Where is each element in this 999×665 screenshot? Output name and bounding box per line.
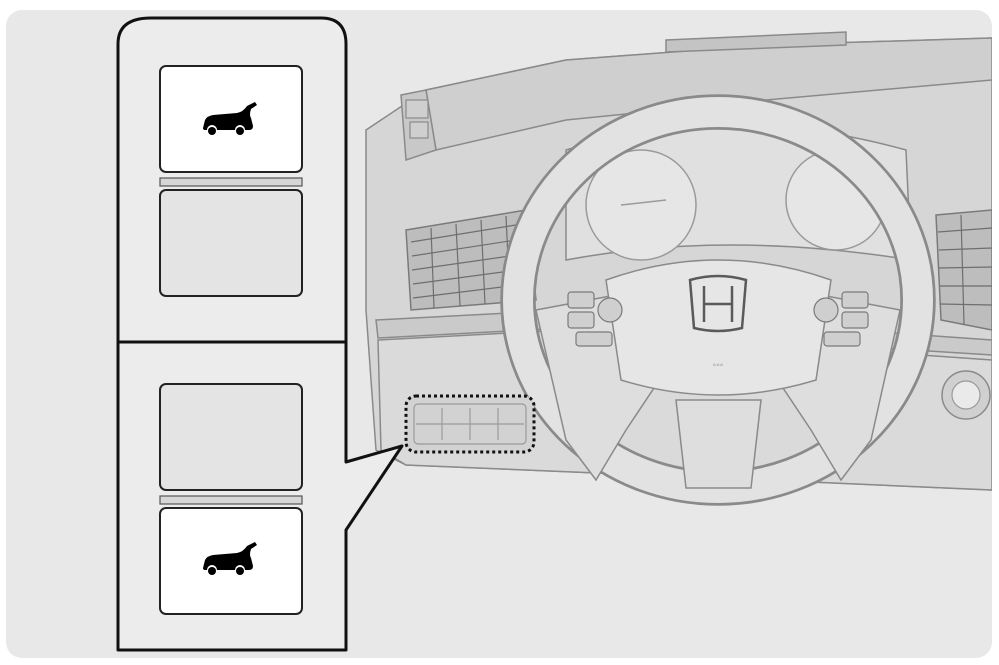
switch-upper-button bbox=[159, 383, 303, 491]
switch-state-upper bbox=[159, 65, 303, 297]
callout-outline bbox=[116, 16, 404, 652]
brand-emblem bbox=[688, 274, 748, 333]
switch-state-lower bbox=[159, 383, 303, 615]
left-mirror-bracket bbox=[405, 99, 429, 139]
dashboard-illustration: ◦◦◦ bbox=[116, 16, 992, 652]
switch-callout bbox=[116, 16, 404, 652]
tailgate-close-car-icon bbox=[203, 542, 257, 575]
steering-wheel-bottom-spoke bbox=[675, 399, 762, 489]
steering-wheel-hub bbox=[605, 259, 832, 396]
switch-lower-button bbox=[159, 189, 303, 297]
dashboard-top-surface bbox=[425, 37, 992, 151]
left-steering-switches bbox=[567, 291, 623, 347]
right-air-vent bbox=[935, 209, 992, 331]
svg-text:◦◦◦: ◦◦◦ bbox=[713, 360, 724, 371]
tailgate-switch-location bbox=[404, 394, 536, 454]
illustration-frame: ◦◦◦ bbox=[6, 10, 992, 658]
tailgate-open-car-icon bbox=[203, 102, 257, 135]
steering-wheel: ◦◦◦ bbox=[500, 94, 936, 506]
right-steering-switches bbox=[813, 291, 869, 347]
engine-start-knob bbox=[941, 370, 991, 420]
